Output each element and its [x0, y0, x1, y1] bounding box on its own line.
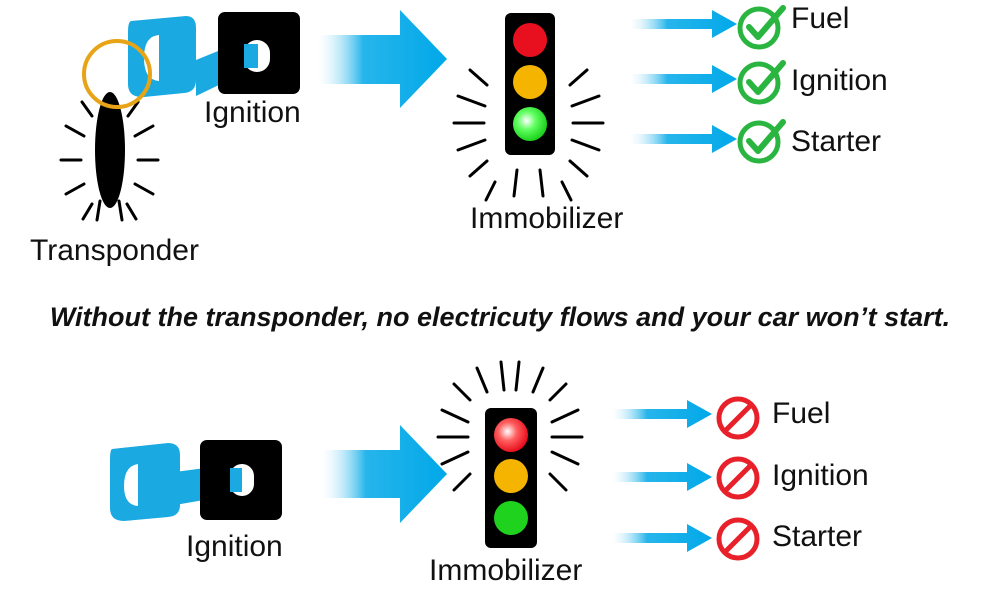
prohibited-icons	[716, 396, 760, 561]
check-icon	[737, 119, 786, 164]
amber-light-icon	[513, 65, 547, 99]
fob-icon	[95, 92, 125, 208]
ignition-lock-icon	[200, 440, 282, 520]
amber-light-icon	[494, 459, 528, 493]
output-label-fuel: Fuel	[772, 397, 831, 430]
prohibited-icon	[716, 456, 760, 500]
output-arrows-icon	[630, 10, 737, 153]
green-light-icon	[494, 501, 528, 535]
prohibited-icon	[716, 396, 760, 440]
output-label-fuel: Fuel	[791, 2, 850, 35]
red-light-icon	[494, 418, 528, 452]
signal-rays-icon	[452, 68, 605, 202]
output-label-starter: Starter	[791, 125, 882, 158]
transponder-rays-icon	[59, 100, 160, 222]
transponder-label: Transponder	[30, 234, 199, 267]
caption: Without the transponder, no electricuty …	[49, 302, 951, 332]
immobilizer-label: Immobilizer	[429, 554, 583, 587]
signal-rays-icon	[436, 360, 584, 492]
output-label-ignition: Ignition	[772, 459, 869, 492]
key-ring-icon	[82, 39, 152, 109]
flow-arrow-icon	[322, 425, 447, 523]
check-icons	[737, 5, 786, 164]
ignition-lock-icon	[218, 12, 300, 94]
flow-arrow-icon	[318, 10, 447, 108]
immobilizer-traffic-light-icon	[452, 13, 605, 202]
prohibited-icon	[716, 517, 760, 561]
red-light-icon	[513, 23, 547, 57]
output-label-starter: Starter	[772, 520, 863, 553]
ignition-label: Ignition	[186, 530, 283, 563]
ignition-label: Ignition	[204, 96, 301, 129]
output-label-ignition: Ignition	[791, 64, 888, 97]
bottom-scene	[110, 360, 760, 561]
transponder-icon	[59, 92, 160, 222]
check-icon	[737, 60, 786, 105]
immobilizer-label: Immobilizer	[470, 202, 624, 235]
immobilizer-traffic-light-icon	[436, 360, 584, 548]
green-light-icon	[513, 107, 547, 141]
check-icon	[737, 5, 786, 50]
top-scene	[59, 5, 786, 222]
output-arrows-icon	[612, 400, 712, 552]
